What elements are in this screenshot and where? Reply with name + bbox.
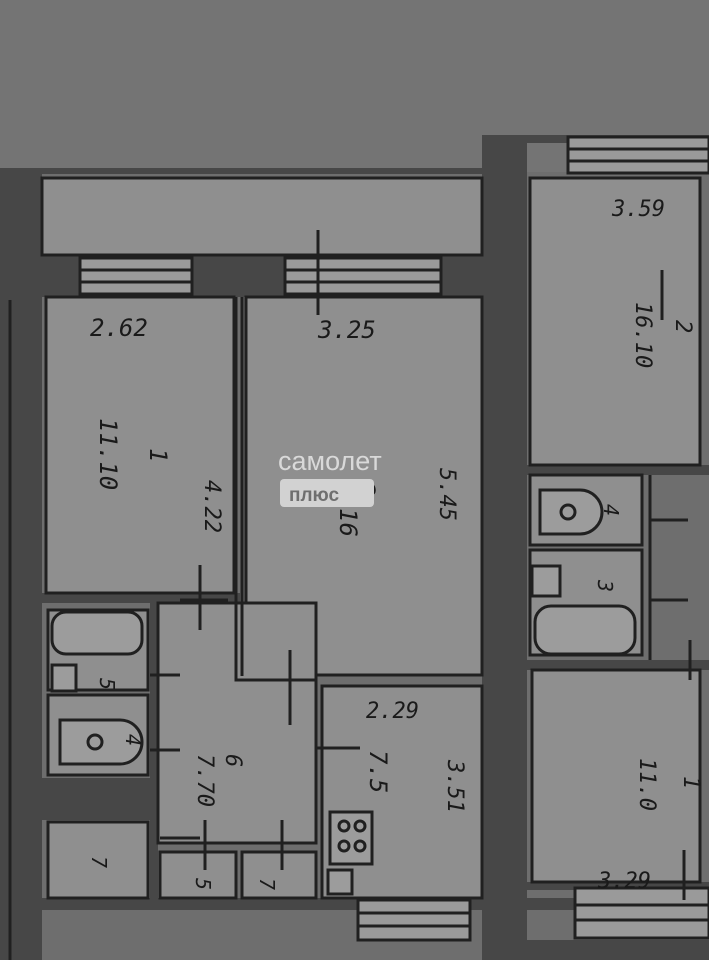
door-marks [150, 230, 692, 900]
right-area-bottom: 11.0 [634, 758, 659, 811]
corridor-number: 7 [87, 856, 111, 868]
window-right-top [566, 135, 709, 175]
window-kitchen [356, 898, 472, 942]
corridor-7 [46, 820, 150, 900]
right-num-wc: 4 [599, 504, 623, 516]
watermark-badge: плюс [289, 485, 340, 506]
right-num-bottom: 1 [678, 776, 703, 789]
closet-5b [240, 850, 318, 900]
watermark: самолет плюс [278, 446, 382, 507]
bathtub-right [533, 604, 637, 656]
watermark-badge-bg [280, 479, 374, 507]
wc-number: 5 [95, 678, 119, 690]
dim-room2-width: 3.25 [317, 316, 376, 344]
room-1 [44, 295, 236, 595]
hall-number: 6 [220, 754, 245, 767]
right-dim-top: 3.59 [611, 197, 665, 222]
dim-room1-length: 4.22 [199, 480, 224, 533]
room2-area: 16 [334, 508, 362, 537]
windows [78, 135, 709, 942]
window-room1 [78, 256, 194, 296]
kitchen-area: 7.5 [364, 750, 392, 793]
labels: 2.62 4.22 11.10 1 3.25 5.45 2 16 2.29 3.… [87, 197, 703, 894]
right-area-top: 16.10 [630, 302, 655, 368]
sink-right [530, 564, 562, 598]
right-room-top [528, 176, 702, 467]
room1-area: 11.10 [94, 418, 122, 490]
kitchen-sink [326, 868, 354, 896]
closet-5a [158, 850, 238, 900]
sink-left [50, 663, 78, 693]
loggia [40, 176, 484, 257]
right-dim-bottom: 3.29 [597, 869, 651, 894]
room1-number: 1 [144, 448, 172, 462]
right-num-top: 2 [670, 320, 695, 333]
right-room-bottom [530, 668, 702, 884]
fixtures [50, 488, 637, 896]
hall-area: 7.70 [192, 754, 217, 807]
dim-kitchen-width: 2.29 [366, 699, 419, 724]
window-right-bottom [573, 886, 709, 940]
closet-number-1: 5 [191, 878, 215, 890]
window-room2 [283, 256, 443, 296]
right-num-bath: 3 [593, 579, 617, 592]
closet-number-2: 7 [255, 878, 279, 890]
dim-room2-length: 5.45 [434, 468, 459, 521]
watermark-brand: самолет [278, 446, 382, 476]
stove [328, 810, 374, 866]
bath-number: 4 [121, 734, 145, 746]
dim-room1-width: 2.62 [90, 314, 148, 342]
bathtub-left [50, 610, 144, 656]
dim-kitchen-length: 3.51 [442, 759, 467, 813]
